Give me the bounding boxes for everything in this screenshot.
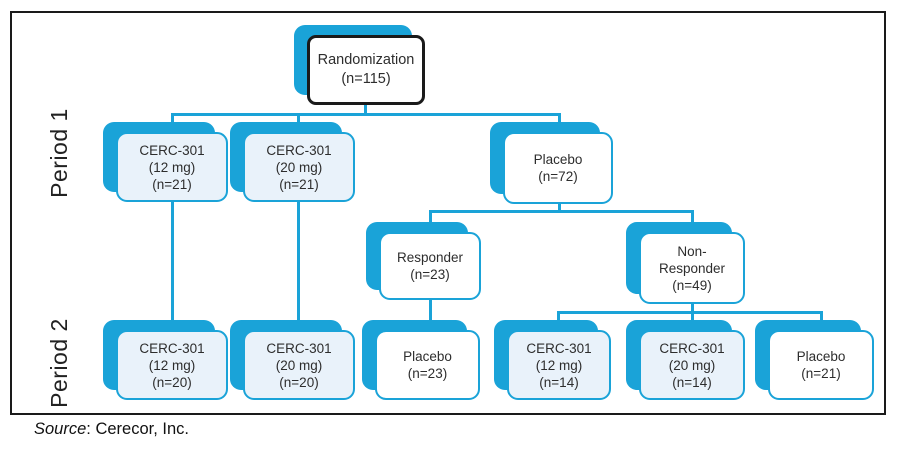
period-2-label: Period 2 [46,318,72,408]
node-non-responder: Non- Responder (n=49) [626,222,745,304]
node-label-line: (n=72) [538,169,578,184]
node-p1-cerc301-20mg: CERC-301 (20 mg) (n=21) [230,122,355,202]
node-box: CERC-301 (20 mg) (n=14) [639,330,745,400]
node-box: Placebo (n=72) [503,132,613,204]
connector-randomization-stem [364,103,367,115]
node-label-line: (12 mg) [148,357,196,373]
node-p2-cerc301-20mg: CERC-301 (20 mg) (n=20) [230,320,355,400]
source-text: : Cerecor, Inc. [86,420,189,438]
node-label-line: (20 mg) [275,357,323,373]
node-label-line: Responder [658,260,726,276]
node-label-line: (n=23) [407,366,448,381]
node-label-line: (n=49) [672,277,712,293]
connector-nonresponder-bar [557,311,823,314]
node-p2-cerc301-12mg-nonresponder: CERC-301 (12 mg) (n=14) [494,320,611,400]
node-label-line: CERC-301 [139,142,205,158]
node-label-line: (20 mg) [668,357,716,373]
connector-responder-stem [429,298,432,334]
node-label-line: (12 mg) [148,159,196,175]
node-p1-cerc301-12mg: CERC-301 (12 mg) (n=21) [103,122,228,202]
node-label-line: (n=115) [341,71,391,87]
period-1-label: Period 1 [46,108,72,198]
node-label-line: Responder [396,250,464,265]
node-box: CERC-301 (20 mg) (n=20) [243,330,355,400]
node-label-line: (12 mg) [535,357,583,373]
node-label-line: Randomization [317,52,415,68]
node-label-line: Placebo [533,152,583,167]
node-label-line: (n=21) [279,176,319,192]
source-prefix: Source [34,420,87,438]
node-label-line: (n=20) [279,374,319,390]
node-box: Non- Responder (n=49) [639,232,745,304]
node-box: CERC-301 (12 mg) (n=21) [116,132,228,202]
node-label-line: (n=23) [410,267,450,282]
connector-nonresponder-stem [691,302,694,314]
node-label-line: CERC-301 [139,340,205,356]
diagram-frame: Period 1 Period 2 Randomization (n [10,11,886,415]
node-p2-placebo-responder: Placebo (n=23) [362,320,480,400]
node-label-line: Placebo [403,349,452,364]
node-label-line: CERC-301 [266,340,332,356]
node-box: Placebo (n=21) [768,330,874,400]
node-p2-cerc301-12mg: CERC-301 (12 mg) (n=20) [103,320,228,400]
node-label-line: Placebo [796,349,846,364]
connector-cerc20-p1-to-p2 [297,200,300,334]
node-box: CERC-301 (12 mg) (n=14) [507,330,611,400]
node-box: CERC-301 (20 mg) (n=21) [243,132,355,202]
node-p1-placebo: Placebo (n=72) [490,122,613,204]
node-label-line: CERC-301 [659,340,725,356]
node-randomization: Randomization (n=115) [294,25,425,105]
node-label-line: (n=14) [672,374,712,390]
node-label-line: Non- [677,243,707,259]
node-box: CERC-301 (12 mg) (n=20) [116,330,228,400]
node-responder: Responder (n=23) [366,222,481,300]
node-label-line: (n=21) [152,176,192,192]
node-box: Placebo (n=23) [375,330,480,400]
connector-placebo-stem [558,202,561,213]
node-randomization-box: Randomization (n=115) [307,35,425,105]
node-box: Responder (n=23) [379,232,481,300]
source-caption: Source: Cerecor, Inc. [34,420,189,439]
node-p2-placebo-nonresponder: Placebo (n=21) [755,320,874,400]
node-label-line: CERC-301 [266,142,332,158]
connector-period1-bar [171,113,561,116]
node-label-line: (20 mg) [275,159,323,175]
connector-responder-bar [429,210,694,213]
node-label-line: (n=20) [152,374,192,390]
connector-cerc12-p1-to-p2 [171,200,174,334]
node-p2-cerc301-20mg-nonresponder: CERC-301 (20 mg) (n=14) [626,320,745,400]
node-label-line: (n=14) [539,374,579,390]
node-label-line: (n=21) [801,366,841,381]
node-label-line: CERC-301 [526,340,592,356]
